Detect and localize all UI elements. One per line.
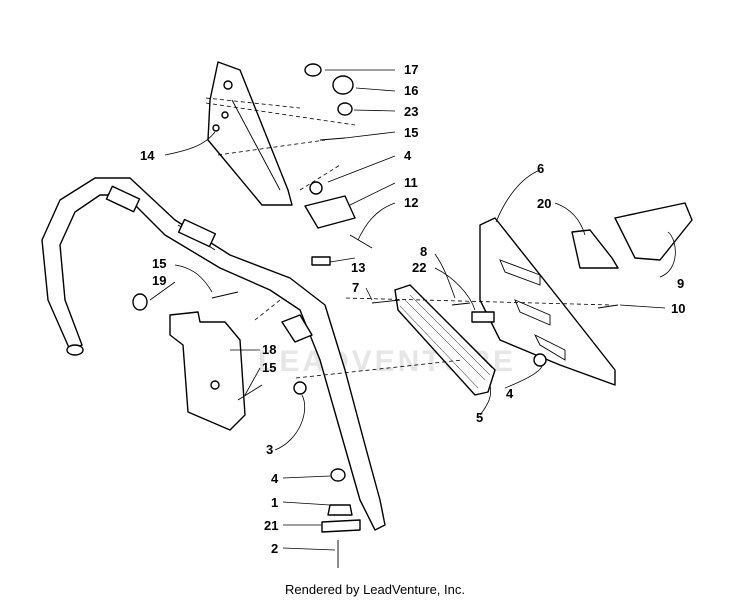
callout-label: 9 xyxy=(677,276,684,291)
callout-label: 2 xyxy=(271,541,278,556)
callout-label: 15 xyxy=(262,360,276,375)
nut-4-top xyxy=(309,181,323,195)
callout-label: 22 xyxy=(412,260,426,275)
callout-label: 3 xyxy=(266,442,273,457)
callout-label: 14 xyxy=(140,148,155,163)
step-block xyxy=(614,202,693,261)
small-bracket xyxy=(304,195,356,229)
callout-label: 11 xyxy=(404,175,418,190)
grate xyxy=(394,284,496,396)
callout-label: 13 xyxy=(351,260,365,275)
fasteners xyxy=(132,63,619,568)
callout-label: 8 xyxy=(420,244,427,259)
footer-credit: Rendered by LeadVenture, Inc. xyxy=(285,582,465,597)
callout-label: 4 xyxy=(506,386,514,401)
callout-label: 6 xyxy=(537,161,544,176)
callout-numbers: 17 16 23 15 14 4 11 12 13 6 20 9 10 8 22… xyxy=(140,62,685,556)
callout-label: 17 xyxy=(404,62,418,77)
callout-label: 4 xyxy=(404,148,412,163)
callout-label: 15 xyxy=(152,256,166,271)
bumper-bar xyxy=(41,177,386,531)
callout-label: 12 xyxy=(404,195,418,210)
callout-label: 19 xyxy=(152,273,166,288)
backing-plate xyxy=(169,311,246,431)
callout-label: 5 xyxy=(476,410,483,425)
callout-label: 18 xyxy=(262,342,276,357)
plate-hole xyxy=(210,380,220,390)
callout-label: 16 xyxy=(404,83,418,98)
mount-bracket xyxy=(207,61,293,206)
callout-label: 1 xyxy=(271,495,278,510)
centerlines xyxy=(205,97,613,379)
callout-label: 4 xyxy=(271,471,279,486)
callout-label: 23 xyxy=(404,104,418,119)
leader-lines xyxy=(149,69,676,551)
callout-label: 21 xyxy=(264,518,278,533)
exploded-view-diagram: 17 16 23 15 14 4 11 12 13 6 20 9 10 8 22… xyxy=(41,61,693,568)
callout-label: 7 xyxy=(352,280,359,295)
step-bracket xyxy=(571,229,619,269)
callout-label: 20 xyxy=(537,196,551,211)
callout-label: 15 xyxy=(404,125,418,140)
callout-label: 10 xyxy=(671,301,685,316)
